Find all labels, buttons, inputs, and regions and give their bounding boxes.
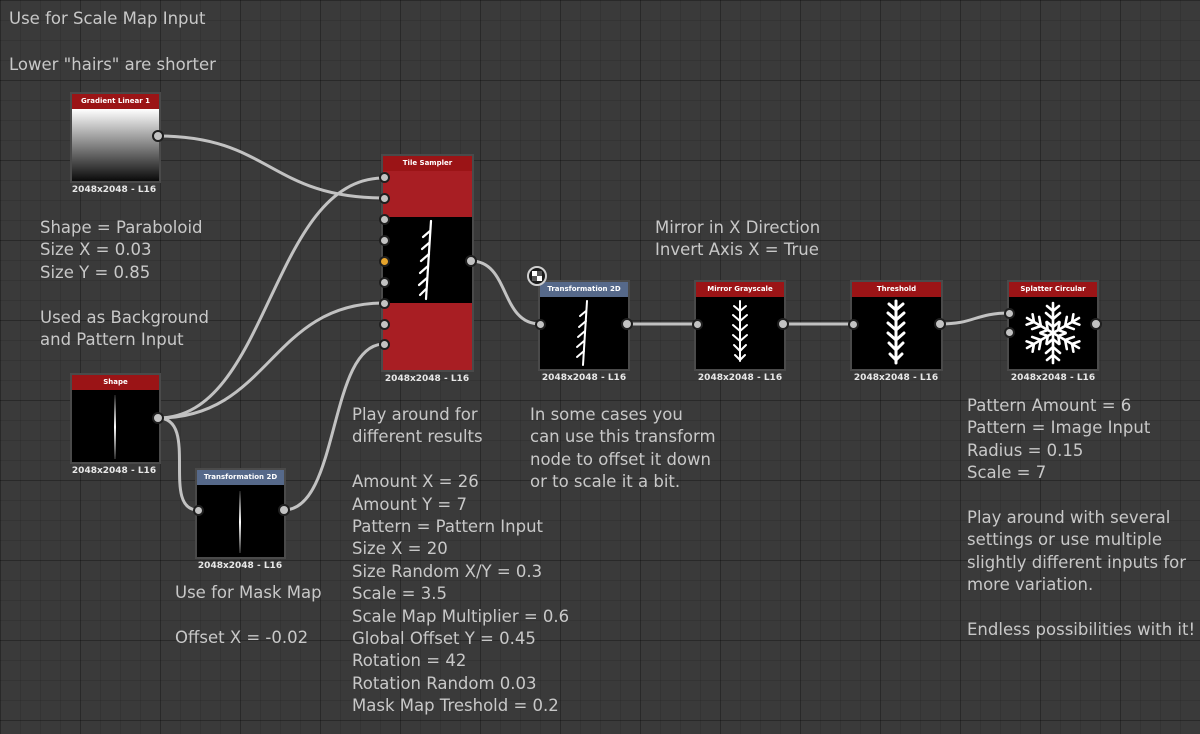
node-thumbnail <box>72 390 159 462</box>
node-resolution: 2048x2048 - L16 <box>197 561 283 571</box>
node-mirror-grayscale[interactable]: Mirror Grayscale <box>694 280 786 371</box>
node-transformation-mask[interactable]: Transformation 2D <box>195 468 286 559</box>
transform-mask-input-port[interactable] <box>193 505 204 516</box>
threshold-output-port[interactable] <box>934 318 946 330</box>
node-resolution: 2048x2048 - L16 <box>1010 373 1096 383</box>
node-threshold[interactable]: Threshold <box>850 280 943 371</box>
node-title: Threshold <box>852 282 941 297</box>
node-title: Gradient Linear 1 <box>72 94 159 109</box>
splatter-output-port[interactable] <box>1090 318 1102 330</box>
wire-shape-to-tile-pattern[interactable] <box>156 301 386 420</box>
node-title: Mirror Grayscale <box>696 282 784 297</box>
comment-mirror-settings: Mirror in X Direction Invert Axis X = Tr… <box>655 218 821 260</box>
node-thumbnail <box>540 297 628 369</box>
node-thumbnail <box>852 297 941 369</box>
node-resolution: 2048x2048 - L16 <box>71 466 157 476</box>
tile-sampler-input-6[interactable] <box>379 277 390 288</box>
wire-shape-to-transform-mask[interactable] <box>156 416 200 512</box>
tile-sampler-input-4[interactable] <box>379 235 390 246</box>
node-resolution: 2048x2048 - L16 <box>71 185 157 195</box>
node-title: Splatter Circular <box>1009 282 1097 297</box>
node-resolution: 2048x2048 - L16 <box>853 373 939 383</box>
tile-sampler-input-3[interactable] <box>379 214 390 225</box>
wire-gradient-to-tile[interactable] <box>156 134 386 200</box>
splatter-input-1[interactable] <box>1004 308 1015 319</box>
node-title: Tile Sampler <box>383 156 472 171</box>
node-tile-sampler[interactable]: Tile Sampler <box>381 154 474 372</box>
wire-transform-mask-to-tile[interactable] <box>282 342 386 512</box>
node-title: Transformation 2D <box>540 282 628 297</box>
herringbone-icon <box>732 300 748 362</box>
transform-input-port[interactable] <box>535 319 546 330</box>
gradient-output-port[interactable] <box>152 130 164 142</box>
hair-pattern-icon <box>576 300 588 366</box>
snowflake-icon <box>1022 301 1084 365</box>
comment-mask-map: Use for Mask Map Offset X = -0.02 <box>175 583 322 647</box>
node-thumbnail <box>72 109 159 181</box>
tile-sampler-input-7[interactable] <box>379 298 390 309</box>
wire-threshold-to-splatter[interactable] <box>938 311 1012 326</box>
transform-mask-output-port[interactable] <box>278 504 290 516</box>
transform-output-port[interactable] <box>621 318 633 330</box>
node-shape[interactable]: Shape <box>70 373 161 464</box>
comment-scale-map: Use for Scale Map Input <box>9 9 206 28</box>
mirror-output-port[interactable] <box>777 318 789 330</box>
shape-output-port[interactable] <box>152 412 164 424</box>
node-thumbnail <box>696 297 784 369</box>
tile-sampler-input-2[interactable] <box>379 193 390 204</box>
comment-lower-hairs: Lower "hairs" are shorter <box>9 55 216 74</box>
node-gradient-linear[interactable]: Gradient Linear 1 <box>70 92 161 183</box>
comment-shape-usage: Used as Background and Pattern Input <box>40 308 209 350</box>
node-resolution: 2048x2048 - L16 <box>541 373 627 383</box>
node-thumbnail <box>1009 297 1097 369</box>
node-transformation-main[interactable]: Transformation 2D <box>538 280 630 371</box>
wire-tile-to-transform[interactable] <box>469 259 542 326</box>
comment-splatter-settings: Pattern Amount = 6 Pattern = Image Input… <box>967 396 1196 640</box>
tile-sampler-input-1[interactable] <box>379 172 390 183</box>
node-resolution: 2048x2048 - L16 <box>384 374 470 384</box>
node-title: Shape <box>72 375 159 390</box>
tile-sampler-input-8[interactable] <box>379 319 390 330</box>
wire-shape-to-tile-background[interactable] <box>156 176 386 420</box>
herringbone-icon <box>886 299 906 365</box>
hair-pattern-icon <box>417 219 433 301</box>
comment-gradient-settings: Shape = Paraboloid Size X = 0.03 Size Y … <box>40 218 203 282</box>
tile-sampler-input-9[interactable] <box>379 339 390 350</box>
node-thumbnail <box>197 485 284 557</box>
node-splatter-circular[interactable]: Splatter Circular <box>1007 280 1099 371</box>
node-resolution: 2048x2048 - L16 <box>697 373 783 383</box>
node-title: Transformation 2D <box>197 470 284 485</box>
comment-transform-hint: In some cases you can use this transform… <box>530 405 716 492</box>
splatter-input-2[interactable] <box>1004 327 1015 338</box>
tile-sampler-output-port[interactable] <box>465 255 477 267</box>
comment-tile-sampler-settings: Play around for different results Amount… <box>352 405 570 716</box>
node-thumbnail <box>383 171 472 370</box>
threshold-input-port[interactable] <box>848 319 859 330</box>
mirror-input-port[interactable] <box>692 319 703 330</box>
checker-icon[interactable] <box>527 266 547 286</box>
tile-sampler-input-5[interactable] <box>379 256 390 267</box>
